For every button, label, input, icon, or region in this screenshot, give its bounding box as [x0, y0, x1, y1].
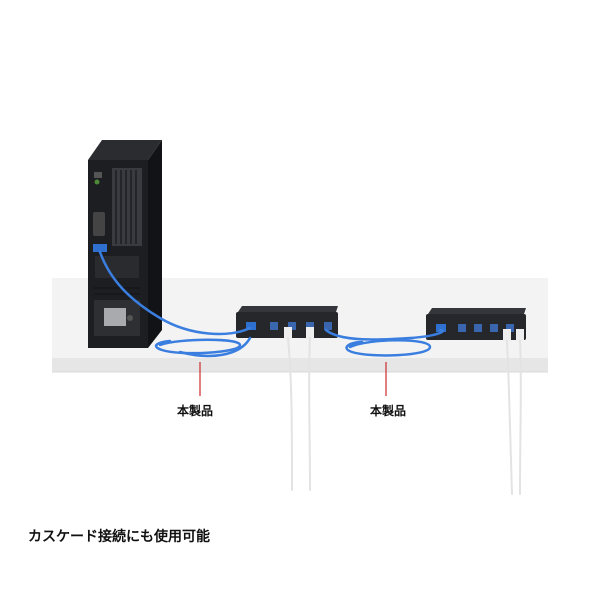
blue-usb-cable-icon	[98, 250, 445, 358]
desktop-pc-icon	[88, 140, 162, 348]
pointer-lines	[199, 362, 387, 396]
usb-hub-right-icon	[426, 308, 526, 341]
product-label-right: 本製品	[370, 404, 407, 418]
product-label-left: 本製品	[177, 404, 214, 418]
caption: カスケード接続にも使用可能	[28, 529, 210, 545]
usb-hub-left-icon	[236, 306, 338, 339]
white-cables-icon	[287, 337, 522, 495]
